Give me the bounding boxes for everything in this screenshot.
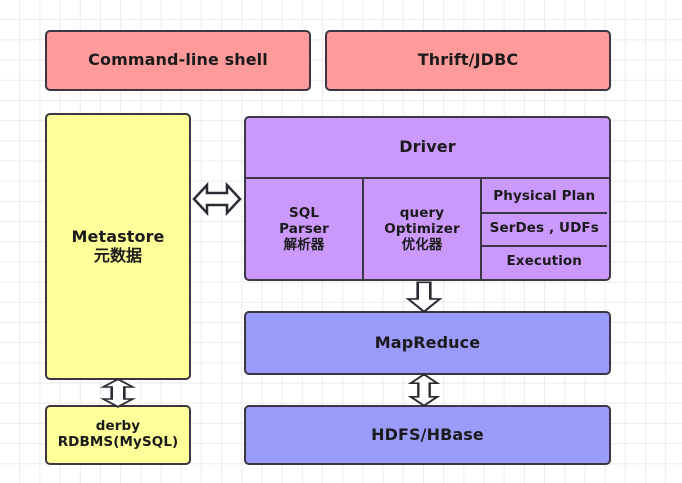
node-driver[interactable]: Driver SQL Parser 解析器 query Optimizer 优化… xyxy=(244,116,611,281)
node-command-line-shell[interactable]: Command-line shell xyxy=(45,30,311,91)
node-hdfs-hbase-label: HDFS/HBase xyxy=(371,424,484,444)
node-sql-parser-line1: SQL xyxy=(288,204,320,221)
node-query-optimizer-line2: Optimizer xyxy=(384,221,460,238)
node-hdfs-hbase[interactable]: HDFS/HBase xyxy=(244,405,611,465)
node-thrift-jdbc-label: Thrift/JDBC xyxy=(417,50,519,70)
node-query-optimizer-line3: 优化器 xyxy=(401,237,443,254)
node-command-line-shell-label: Command-line shell xyxy=(88,50,268,70)
node-derby-rdbms[interactable]: derby RDBMS(MySQL) xyxy=(45,405,191,465)
arrow-metastore-derby-icon xyxy=(98,378,138,408)
node-metastore-label-zh: 元数据 xyxy=(93,245,143,265)
driver-stack-column: Physical Plan SerDes , UDFs Execution xyxy=(482,179,609,280)
node-thrift-jdbc[interactable]: Thrift/JDBC xyxy=(325,30,611,91)
node-serdes-udfs[interactable]: SerDes , UDFs xyxy=(482,214,607,247)
node-query-optimizer-line1: query xyxy=(399,204,445,221)
node-driver-title: Driver xyxy=(246,118,609,179)
driver-columns: SQL Parser 解析器 query Optimizer 优化器 Physi… xyxy=(246,179,609,280)
arrow-metastore-driver-icon xyxy=(192,180,242,218)
node-mapreduce[interactable]: MapReduce xyxy=(244,311,611,375)
arrow-driver-mapreduce-icon xyxy=(404,281,444,313)
node-rdbms-label: RDBMS(MySQL) xyxy=(57,434,179,450)
node-mapreduce-label: MapReduce xyxy=(374,332,481,352)
node-physical-plan[interactable]: Physical Plan xyxy=(482,181,607,214)
node-sql-parser[interactable]: SQL Parser 解析器 xyxy=(246,179,364,280)
node-metastore-label-en: Metastore xyxy=(71,226,165,246)
node-sql-parser-line2: Parser xyxy=(279,221,329,238)
node-sql-parser-line3: 解析器 xyxy=(283,237,325,254)
arrow-mapreduce-hdfs-icon xyxy=(406,373,442,407)
node-execution[interactable]: Execution xyxy=(482,246,607,277)
node-derby-label: derby xyxy=(95,418,141,435)
node-metastore[interactable]: Metastore 元数据 xyxy=(45,113,191,380)
node-query-optimizer[interactable]: query Optimizer 优化器 xyxy=(364,179,482,280)
